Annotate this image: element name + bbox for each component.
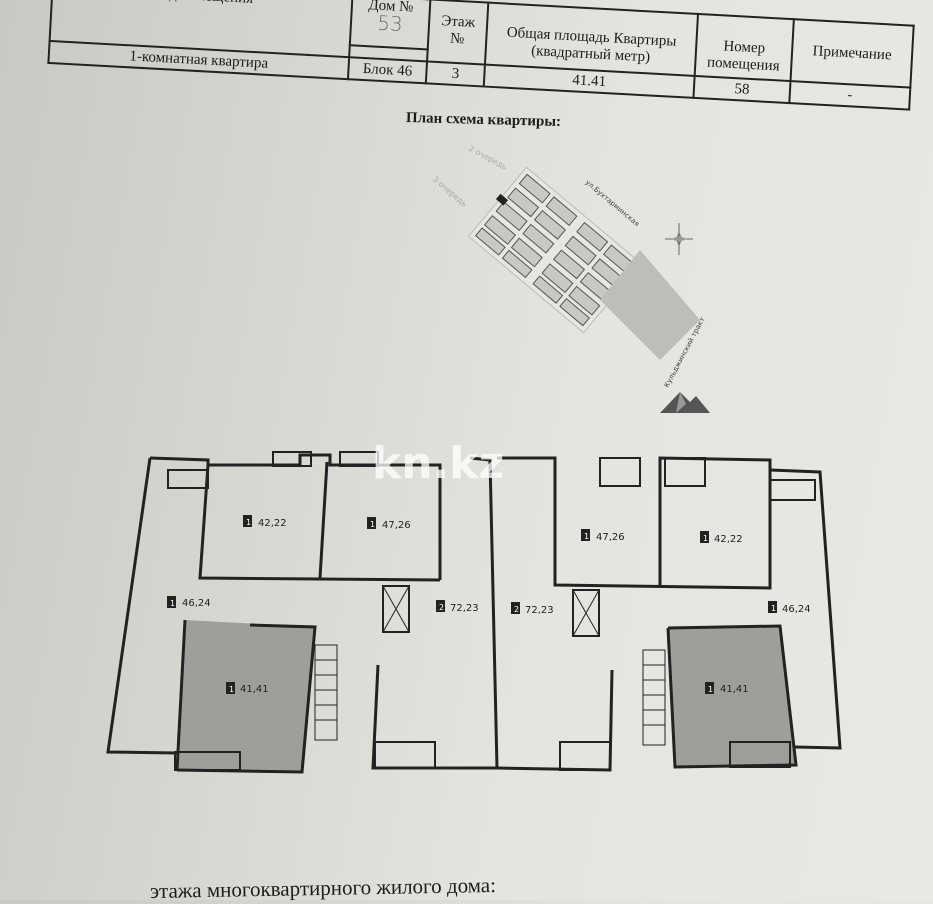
svg-text:46,24: 46,24 — [182, 598, 211, 609]
svg-text:41,41: 41,41 — [240, 684, 269, 695]
svg-text:2: 2 — [439, 603, 444, 612]
queue-3-label: 3 очередь — [431, 175, 470, 209]
highlighted-apartment-right — [668, 626, 796, 767]
svg-text:42,22: 42,22 — [258, 518, 287, 529]
svg-text:46,24: 46,24 — [782, 604, 811, 615]
current-block-marker — [495, 193, 509, 206]
svg-text:47,26: 47,26 — [596, 532, 625, 543]
site-map: 2 очередь 3 очередь ул.Бухтарминская Кул… — [431, 144, 710, 413]
mountain-logo-icon — [660, 392, 710, 413]
svg-text:1: 1 — [170, 599, 175, 608]
building-blocks — [467, 166, 643, 334]
street-label: ул.Бухтарминская — [584, 178, 641, 228]
queue-2-label: 2 очередь — [467, 144, 509, 172]
watermark: kn.kz — [372, 438, 504, 489]
highlighted-apartment-left — [177, 620, 315, 772]
svg-text:1: 1 — [246, 518, 251, 527]
svg-text:47,26: 47,26 — [382, 520, 411, 531]
svg-text:1: 1 — [771, 604, 776, 613]
svg-text:2: 2 — [514, 605, 519, 614]
svg-text:1: 1 — [708, 685, 713, 694]
svg-text:1: 1 — [584, 532, 589, 541]
compass-rose-icon — [665, 223, 693, 255]
svg-text:42,22: 42,22 — [714, 534, 743, 545]
park-area — [600, 250, 700, 360]
svg-text:1: 1 — [703, 534, 708, 543]
svg-text:72,23: 72,23 — [525, 605, 554, 616]
svg-text:72,23: 72,23 — [450, 603, 479, 614]
svg-text:1: 1 — [370, 520, 375, 529]
svg-text:41,41: 41,41 — [720, 684, 749, 695]
svg-text:1: 1 — [229, 685, 234, 694]
floor-plan — [106, 451, 842, 774]
